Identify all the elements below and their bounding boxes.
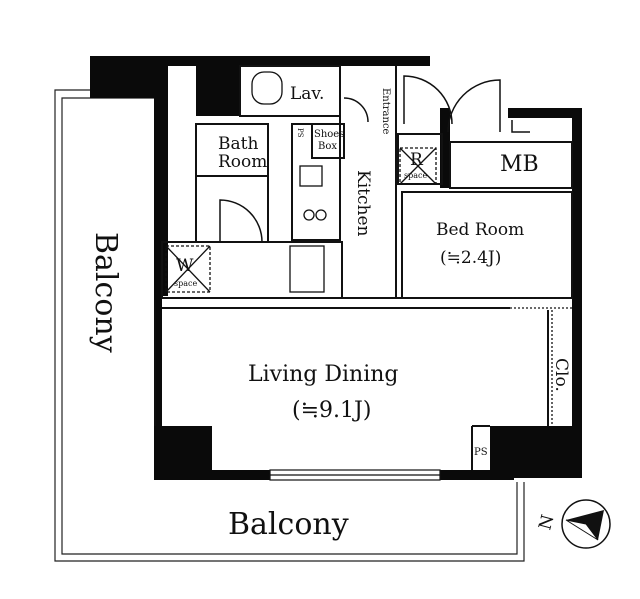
living-label: Living Dining — [248, 362, 399, 387]
clo-label: Clo. — [551, 358, 571, 392]
mb-label: MB — [500, 152, 539, 177]
doors — [219, 75, 530, 243]
living-size: (≒9.1J) — [292, 398, 372, 423]
ps-label: PS — [474, 447, 488, 458]
entrance-label: Entrance — [380, 88, 391, 135]
r-space-letter: R — [410, 150, 423, 170]
compass — [561, 499, 611, 549]
bedroom-size: (≒2.4J) — [440, 248, 502, 268]
walls — [90, 56, 582, 480]
interior-walls — [161, 65, 573, 470]
r-space-label: space — [404, 171, 428, 180]
fixtures — [165, 71, 572, 426]
lav-label: Lav. — [290, 84, 325, 104]
shoes-label-1: Shoes — [314, 129, 345, 140]
bath-label-2: Room — [218, 152, 268, 172]
balcony-left-label: Balcony — [88, 232, 123, 353]
w-space-letter: W — [176, 256, 194, 276]
bath-label-1: Bath — [218, 134, 259, 154]
window — [154, 300, 441, 481]
ps-small-label: PS — [296, 128, 304, 138]
balcony-outline — [54, 89, 525, 562]
w-space-label: space — [174, 279, 198, 288]
balcony-bottom-label: Balcony — [228, 507, 349, 542]
bedroom-label: Bed Room — [436, 220, 525, 240]
shoes-label-2: Box — [318, 141, 338, 152]
kitchen-label: Kitchen — [353, 170, 373, 237]
